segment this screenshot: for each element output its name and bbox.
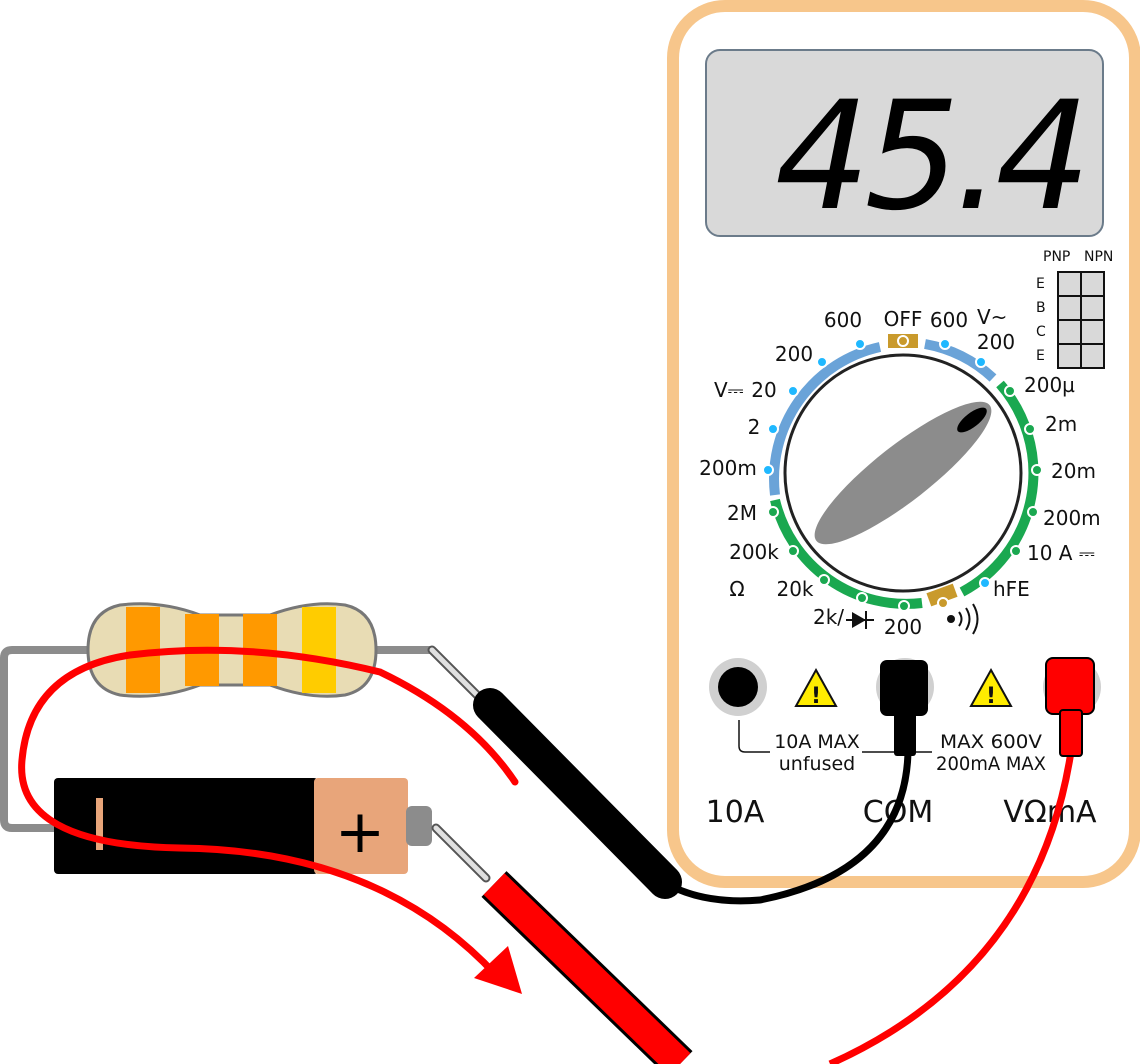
circuit-wire xyxy=(0,646,92,832)
dial-label-hfe: hFE xyxy=(993,577,1030,601)
svg-text:!: ! xyxy=(986,684,996,709)
warning-bracket-left xyxy=(738,720,770,753)
dial-label-ohm-200: 200 xyxy=(884,615,922,639)
dial-label-dca-20m: 20m xyxy=(1051,459,1096,483)
dial-label-dcv-200m: 200m xyxy=(699,456,757,480)
diode-icon xyxy=(846,611,874,629)
jack-label-10a: 10A xyxy=(706,795,765,830)
npn-label: NPN xyxy=(1084,249,1113,265)
resistor-band-4 xyxy=(302,607,336,693)
lcd-reading: 45.4 xyxy=(775,70,1085,244)
socket-pin-e1: E xyxy=(1036,276,1045,292)
dial-label-dcv-600: 600 xyxy=(824,308,862,332)
warning-vohm-line1: MAX 600V xyxy=(940,731,1042,753)
dial-label-dcv-20: 20 xyxy=(751,378,776,402)
knob-pointer-mark xyxy=(957,407,987,433)
current-flow-arrow xyxy=(18,646,522,994)
dial-label-dca-200u: 200µ xyxy=(1024,373,1075,397)
socket-pin-e2: E xyxy=(1036,348,1045,364)
dial-label-dca-200m: 200m xyxy=(1043,506,1101,530)
dial-position-dots xyxy=(762,338,1043,612)
red-probe-plug[interactable] xyxy=(1045,657,1095,757)
dial-label-acv-symbol: V~ xyxy=(977,305,1007,329)
svg-text:!: ! xyxy=(811,684,821,709)
battery: + xyxy=(54,778,432,874)
dial-label-ohm-20k: 20k xyxy=(776,577,813,601)
dial-label-acv-200: 200 xyxy=(977,330,1015,354)
socket-pin-b: B xyxy=(1036,300,1046,316)
jack-label-vohm: VΩmA xyxy=(1003,795,1097,830)
jack-10a[interactable] xyxy=(709,658,767,716)
dial-label-dca-10a: 10 A ⎓ xyxy=(1027,541,1095,565)
black-probe[interactable] xyxy=(427,645,682,899)
rotary-selector-knob[interactable] xyxy=(783,353,1023,593)
buzzer-icon xyxy=(947,603,979,635)
transistor-socket[interactable] xyxy=(1057,271,1105,369)
pnp-label: PNP xyxy=(1043,249,1070,265)
red-probe[interactable] xyxy=(431,823,693,1064)
dial-label-ohm-200k: 200k xyxy=(729,540,779,564)
dial-label-acv-600: 600 xyxy=(930,308,968,332)
dial-label-ohm-symbol: Ω xyxy=(729,577,744,601)
red-probe-cable xyxy=(828,744,1076,1064)
warning-icon-left: ! xyxy=(794,667,838,709)
black-probe-cable xyxy=(658,739,912,905)
battery-positive-label: + xyxy=(335,797,385,867)
black-probe-plug[interactable] xyxy=(880,660,928,756)
dial-label-ohm-2k: 2k/ xyxy=(813,605,844,629)
warning-10a-line2: unfused xyxy=(779,753,855,775)
warning-vohm-line2: 200mA MAX xyxy=(936,753,1046,775)
dial-label-dca-2m: 2m xyxy=(1045,412,1077,436)
dial-label-dcv-200: 200 xyxy=(775,342,813,366)
dial-label-ohm-2m: 2M xyxy=(727,501,757,525)
dial-label-dcv-2: 2 xyxy=(748,415,761,439)
warning-10a-line1: 10A MAX xyxy=(774,731,860,753)
warning-icon-right: ! xyxy=(969,667,1013,709)
battery-negative-mark xyxy=(96,798,103,850)
lcd-display xyxy=(705,49,1104,237)
socket-pin-c: C xyxy=(1036,324,1046,340)
dial-label-dcv-symbol: V⎓ xyxy=(714,378,744,402)
dial-label-off: OFF xyxy=(884,307,923,331)
